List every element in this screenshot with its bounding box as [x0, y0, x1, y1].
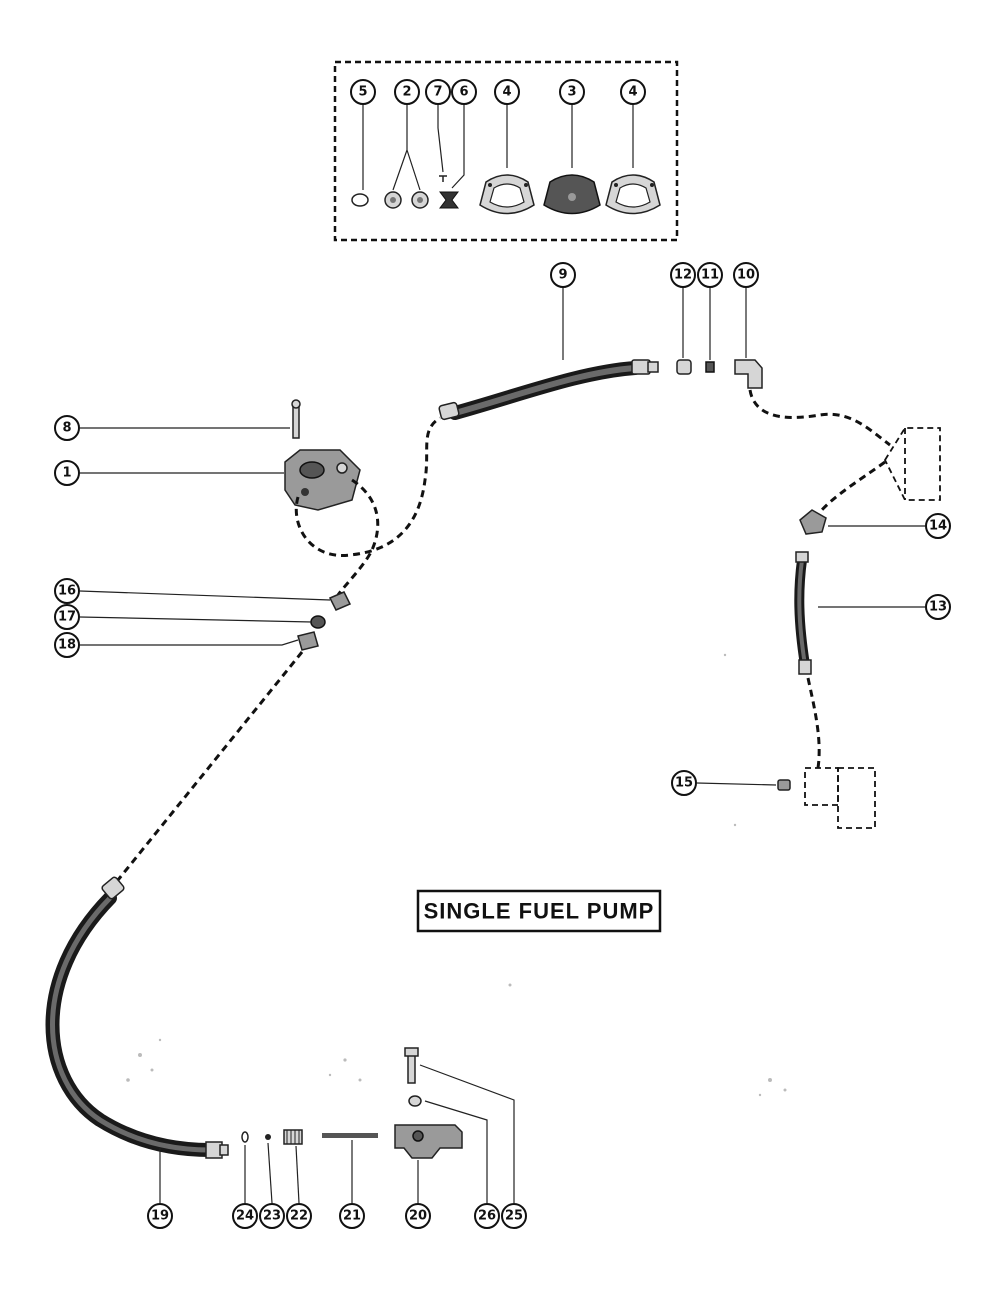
svg-text:3: 3	[567, 85, 576, 100]
callout-16: 16	[54, 578, 80, 604]
part-25-bolt	[404, 1047, 419, 1084]
callout-3: 3	[559, 79, 585, 105]
fuel-hose-upper	[438, 359, 659, 421]
callout-4-left: 4	[494, 79, 520, 105]
callout-23: 23	[259, 1203, 285, 1229]
background-specks	[126, 653, 787, 1097]
svg-text:6: 6	[459, 85, 468, 100]
callout-5: 5	[350, 79, 376, 105]
svg-text:4: 4	[502, 85, 511, 100]
callout-13: 13	[925, 594, 951, 620]
part-22-spring	[283, 1129, 303, 1145]
svg-text:11: 11	[701, 268, 719, 283]
svg-text:18: 18	[58, 638, 76, 653]
fuel-hose-short	[794, 551, 812, 675]
title-box	[416, 889, 662, 933]
part-23-ball	[265, 1134, 271, 1140]
svg-text:9: 9	[558, 268, 567, 283]
fitting-nut	[676, 359, 692, 375]
callout-7: 7	[425, 79, 451, 105]
diagram-title: SINGLE FUEL PUMP	[424, 899, 655, 924]
callout-19: 19	[147, 1203, 173, 1229]
phantom-fuel-filter	[804, 767, 876, 829]
svg-text:15: 15	[675, 776, 693, 791]
callout-22: 22	[286, 1203, 312, 1229]
svg-text:24: 24	[236, 1209, 254, 1224]
callout-2: 2	[394, 79, 420, 105]
svg-text:22: 22	[290, 1209, 308, 1224]
svg-text:23: 23	[263, 1209, 281, 1224]
svg-text:12: 12	[674, 268, 692, 283]
callout-21: 21	[339, 1203, 365, 1229]
fitting-18	[297, 631, 319, 651]
callout-9: 9	[550, 262, 576, 288]
fitting-sleeve	[705, 361, 715, 373]
kit-part-3-diaphragm	[543, 174, 601, 215]
svg-text:20: 20	[409, 1209, 427, 1224]
svg-text:17: 17	[58, 610, 76, 625]
valve-body	[394, 1124, 463, 1159]
callout-24: 24	[232, 1203, 258, 1229]
kit-part-7-spring	[439, 175, 447, 182]
svg-text:8: 8	[62, 421, 71, 436]
callout-15: 15	[671, 770, 697, 796]
fuel-hose-lower	[45, 876, 229, 1159]
elbow-fitting	[734, 359, 763, 389]
mounting-bolt	[291, 399, 301, 439]
svg-text:16: 16	[58, 584, 76, 599]
svg-text:2: 2	[402, 85, 411, 100]
callout-6: 6	[451, 79, 477, 105]
inlet-fitting	[799, 509, 827, 535]
part-24-ring	[241, 1131, 249, 1143]
callout-18: 18	[54, 632, 80, 658]
svg-text:10: 10	[737, 268, 755, 283]
callout-11: 11	[697, 262, 723, 288]
svg-text:4: 4	[628, 85, 637, 100]
phantom-carburetor-upper	[883, 427, 941, 501]
callout-17: 17	[54, 604, 80, 630]
kit-part-5-seal	[351, 193, 369, 207]
svg-text:1: 1	[62, 466, 71, 481]
svg-text:7: 7	[433, 85, 442, 100]
fitting-16	[328, 591, 352, 611]
callout-4-right: 4	[620, 79, 646, 105]
kit-part-6-retainer	[439, 191, 459, 209]
fitting-17	[310, 615, 326, 629]
callout-1: 1	[54, 460, 80, 486]
svg-text:19: 19	[151, 1209, 169, 1224]
callout-25: 25	[501, 1203, 527, 1229]
callout-14: 14	[925, 513, 951, 539]
repair-kit-box	[333, 60, 679, 242]
svg-text:26: 26	[478, 1209, 496, 1224]
callout-8: 8	[54, 415, 80, 441]
plug-fitting	[777, 779, 791, 791]
svg-text:14: 14	[929, 519, 947, 534]
kit-part-4-gasket-right	[605, 174, 661, 215]
callout-20: 20	[405, 1203, 431, 1229]
fuel-line-loop	[294, 416, 441, 557]
callout-26: 26	[474, 1203, 500, 1229]
kit-part-4-gasket-left	[479, 174, 535, 215]
fuel-pump-body	[284, 449, 361, 511]
svg-text:5: 5	[358, 85, 367, 100]
svg-text:21: 21	[343, 1209, 361, 1224]
part-26-washer	[408, 1095, 422, 1107]
svg-text:25: 25	[505, 1209, 523, 1224]
callout-12: 12	[670, 262, 696, 288]
svg-text:13: 13	[929, 600, 947, 615]
kit-part-2-valves	[384, 191, 429, 209]
part-21-rod	[322, 1133, 378, 1138]
callout-10: 10	[733, 262, 759, 288]
